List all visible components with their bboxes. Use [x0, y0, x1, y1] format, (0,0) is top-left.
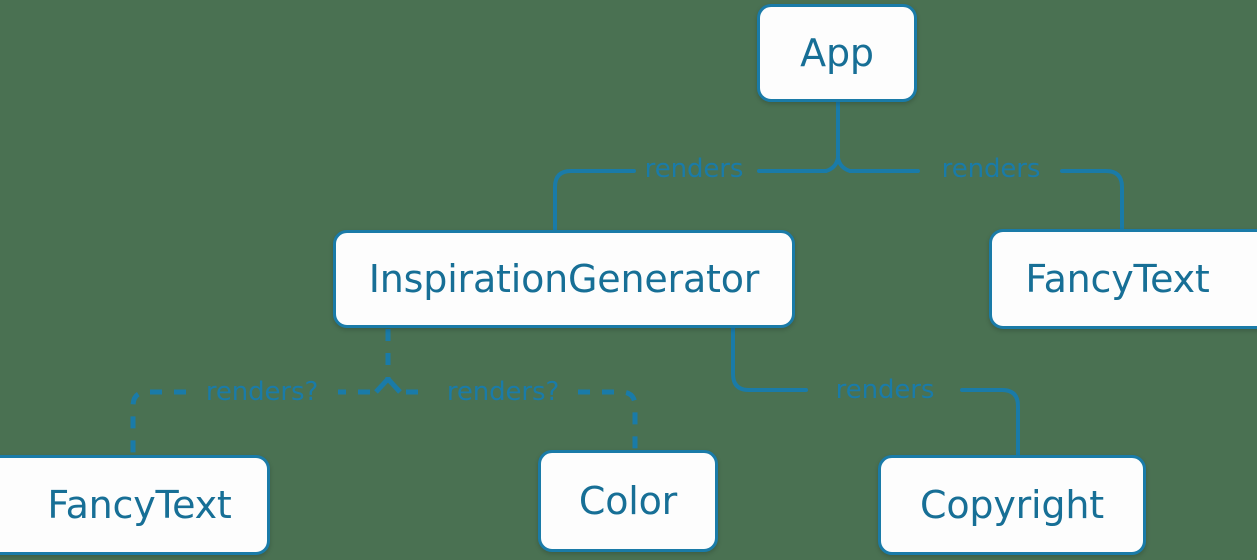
- node-inspirationgenerator[interactable]: InspirationGenerator: [333, 230, 795, 328]
- edge-label-inspirationgenerator-fancytext: renders?: [205, 377, 319, 407]
- node-fancytext-right[interactable]: FancyText: [989, 229, 1257, 329]
- node-inspirationgenerator-label: InspirationGenerator: [368, 257, 760, 301]
- edge-label-app-inspirationgenerator: renders: [644, 154, 744, 184]
- edge-app-fancytext-right-seg: [1060, 169, 1124, 231]
- edge-inspirationgenerator-fancytext-left-seg: [130, 389, 186, 457]
- node-fancytext-left-label: FancyText: [47, 483, 232, 527]
- node-app-label: App: [800, 31, 874, 75]
- edge-inspirationgenerator-copyright-right-seg: [960, 388, 1020, 459]
- edge-app-split-left: [824, 156, 840, 173]
- node-app[interactable]: App: [757, 4, 917, 102]
- edge-label-app-fancytext: renders: [941, 154, 1041, 184]
- node-color[interactable]: Color: [538, 450, 718, 552]
- edge-inspirationgenerator-dashed-split-right: [386, 377, 402, 394]
- edge-app-inspirationgenerator-left-seg: [553, 169, 636, 232]
- edge-label-inspirationgenerator-copyright: renders: [835, 375, 935, 405]
- edge-label-inspirationgenerator-color: renders?: [446, 377, 560, 407]
- edge-inspirationgenerator-dashed-split-left: [374, 377, 390, 394]
- node-copyright[interactable]: Copyright: [878, 455, 1146, 555]
- edge-app-split-right: [836, 156, 852, 173]
- node-copyright-label: Copyright: [920, 483, 1104, 527]
- edge-inspirationgenerator-color-right-seg: [578, 389, 638, 452]
- node-fancytext-left[interactable]: FancyText: [0, 455, 270, 555]
- node-color-label: Color: [578, 479, 678, 523]
- edge-inspirationgenerator-copyright-left-seg: [731, 327, 808, 392]
- node-fancytext-right-label: FancyText: [1025, 257, 1210, 301]
